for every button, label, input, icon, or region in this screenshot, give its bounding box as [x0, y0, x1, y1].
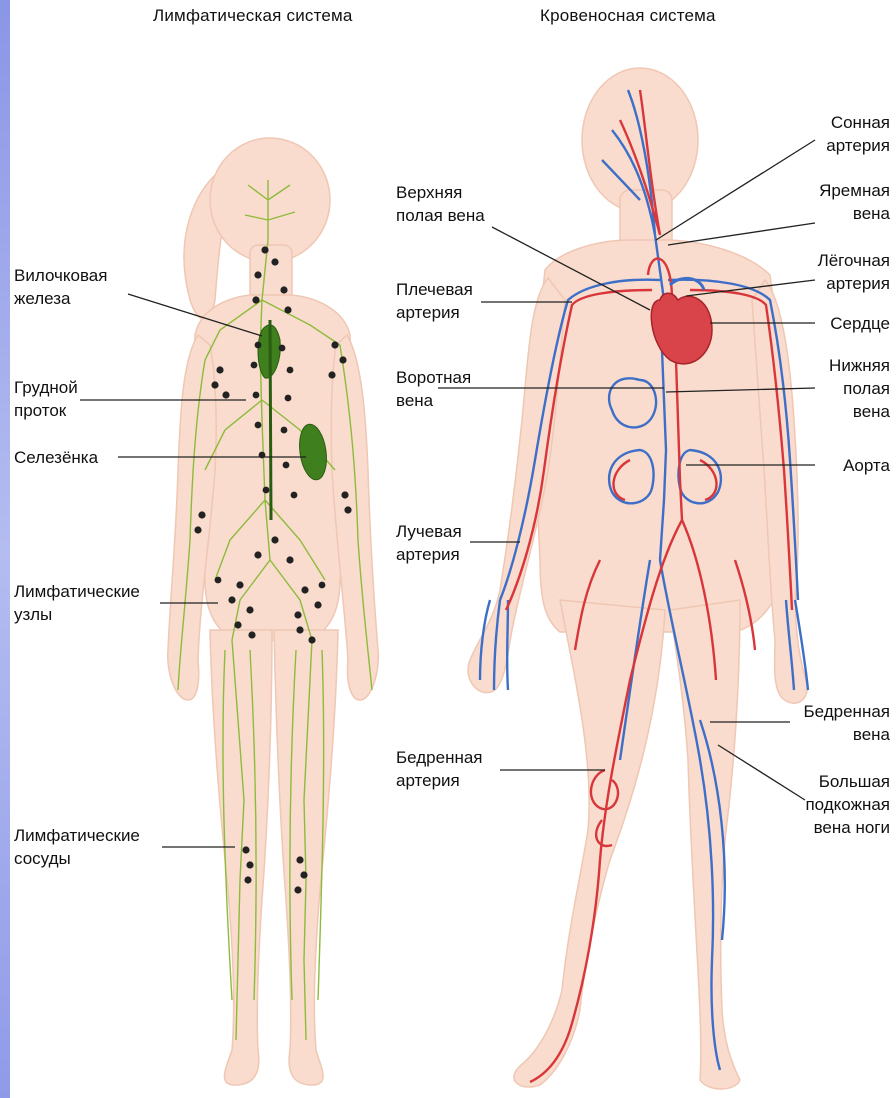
label-jugular-vein: Яремная вена: [819, 179, 890, 225]
label-portal-vein: Воротная вена: [396, 366, 471, 412]
label-heart: Сердце: [830, 312, 890, 335]
label-inferior-vena-cava: Нижняя полая вена: [829, 354, 890, 423]
label-lymph-nodes: Лимфатические узлы: [14, 580, 140, 626]
label-pulmonary-artery: Лёгочная артерия: [818, 249, 890, 295]
label-carotid-artery: Сонная артерия: [826, 111, 890, 157]
label-lymph-vessels: Лимфатические сосуды: [14, 824, 140, 870]
label-brachial-artery: Плечевая артерия: [396, 278, 473, 324]
label-spleen: Селезёнка: [14, 446, 98, 469]
label-thoracic-duct: Грудной проток: [14, 376, 78, 422]
lymphatic-body-silhouette: [168, 138, 379, 1085]
label-aorta: Аорта: [843, 454, 890, 477]
label-great-saphenous-vein: Большая подкожная вена ноги: [805, 770, 890, 839]
thoracic-duct-shape: [270, 320, 271, 520]
label-superior-vena-cava: Верхняя полая вена: [396, 181, 485, 227]
label-thymus: Вилочковая железа: [14, 264, 107, 310]
label-femoral-vein: Бедренная вена: [803, 700, 890, 746]
label-femoral-artery: Бедренная артерия: [396, 746, 483, 792]
label-radial-artery: Лучевая артерия: [396, 520, 462, 566]
